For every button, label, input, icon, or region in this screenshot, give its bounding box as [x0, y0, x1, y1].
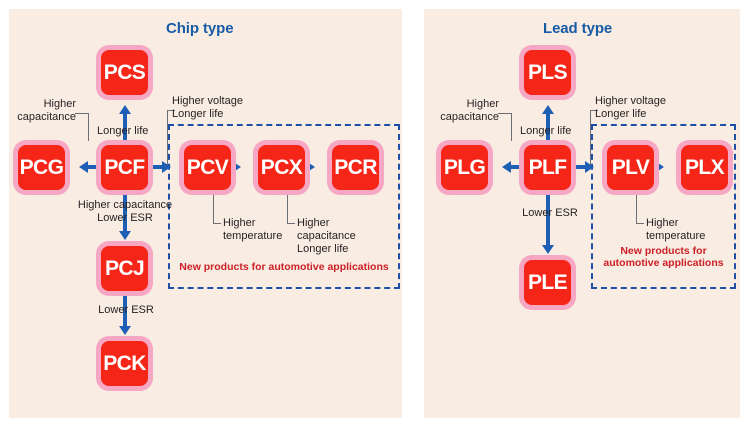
product-code: PLS: [527, 61, 568, 84]
product-box-plg[interactable]: PLG: [436, 140, 493, 195]
panel-lead-type: Lead type New products for automotive ap…: [424, 9, 740, 418]
note-higher-temperature: Higher temperature: [223, 217, 283, 242]
leader-line: [75, 113, 89, 114]
product-box-inner: PCR: [332, 145, 379, 190]
product-box-inner: PLS: [524, 50, 571, 95]
leader-line: [167, 110, 168, 167]
product-box-inner: PLG: [441, 145, 488, 190]
product-box-inner: PLV: [607, 145, 654, 190]
product-box-inner: PCG: [18, 145, 65, 190]
arrow-head-left: [502, 161, 511, 173]
product-box-pcv[interactable]: PCV: [179, 140, 236, 195]
arrow-head-down: [119, 326, 131, 335]
panel-chip-type: Chip type New products for automotive ap…: [9, 9, 402, 418]
leader-line: [287, 223, 295, 224]
product-box-pcg[interactable]: PCG: [13, 140, 70, 195]
leader-line: [213, 195, 214, 224]
product-box-inner: PCJ: [101, 246, 148, 291]
product-code: PLE: [527, 271, 568, 294]
leader-line: [167, 110, 175, 111]
product-code: PCX: [260, 156, 303, 179]
arrow-shaft: [87, 165, 103, 169]
arrow-shaft: [123, 195, 127, 233]
note-higher-capacitance-lower-esr: Higher capacitance Lower ESR: [77, 199, 173, 224]
leader-line: [636, 195, 637, 224]
arrow-shaft: [148, 165, 163, 169]
leader-line: [287, 195, 288, 224]
product-code: PCG: [19, 156, 64, 179]
product-box-inner: PCV: [184, 145, 231, 190]
dashed-caption-automotive-chip: New products for automotive applications: [179, 261, 389, 273]
leader-line: [213, 223, 221, 224]
product-box-inner: PLE: [524, 260, 571, 305]
product-code: PCS: [103, 61, 146, 84]
product-code: PCJ: [104, 257, 145, 280]
arrow-head-down: [119, 231, 131, 240]
panel-title-chip-type: Chip type: [166, 20, 234, 37]
dashed-region-automotive-chip: [168, 124, 400, 289]
product-code: PLG: [443, 156, 486, 179]
product-code: PCK: [103, 352, 146, 375]
dashed-caption-automotive-lead: New products for automotive applications: [603, 245, 724, 270]
product-box-inner: PCX: [258, 145, 305, 190]
leader-line: [590, 110, 591, 167]
arrow-head-right: [585, 161, 594, 173]
product-code: PLX: [684, 156, 725, 179]
arrow-shaft: [546, 195, 550, 247]
arrow-head-right: [306, 161, 315, 173]
leader-line: [511, 113, 512, 141]
product-box-pls[interactable]: PLS: [519, 45, 576, 100]
product-box-plv[interactable]: PLV: [602, 140, 659, 195]
product-box-pcj[interactable]: PCJ: [96, 241, 153, 296]
product-box-pcf[interactable]: PCF: [96, 140, 153, 195]
note-higher-capacitance: Higher capacitance: [440, 98, 499, 123]
arrow-shaft: [123, 296, 127, 328]
arrow-head-right: [655, 161, 664, 173]
arrow-head-up: [542, 105, 554, 114]
product-box-inner: PCK: [101, 341, 148, 386]
leader-line: [88, 113, 89, 141]
note-higher-temperature: Higher temperature: [646, 217, 706, 242]
product-box-pcr[interactable]: PCR: [327, 140, 384, 195]
panel-title-lead-type: Lead type: [543, 20, 613, 37]
note-lower-esr: Lower ESR: [98, 304, 154, 316]
arrow-head-down: [542, 245, 554, 254]
product-box-ple[interactable]: PLE: [519, 255, 576, 310]
product-box-inner: PLX: [681, 145, 728, 190]
product-box-inner: PCF: [101, 145, 148, 190]
product-code: PCV: [186, 156, 229, 179]
arrow-head-up: [119, 105, 131, 114]
product-box-pcx[interactable]: PCX: [253, 140, 310, 195]
note-longer-life: Longer life: [97, 125, 149, 137]
product-box-plf[interactable]: PLF: [519, 140, 576, 195]
arrow-shaft: [123, 113, 127, 141]
product-box-inner: PLF: [524, 145, 571, 190]
arrow-head-right: [162, 161, 171, 173]
note-higher-voltage-longer-life: Higher voltage Longer life: [172, 95, 243, 120]
arrow-shaft: [510, 165, 526, 169]
leader-line: [498, 113, 512, 114]
arrow-shaft: [571, 165, 586, 169]
note-higher-capacitance: Higher capacitance: [17, 98, 76, 123]
arrow-head-left: [79, 161, 88, 173]
dashed-region-automotive-lead: [591, 124, 736, 289]
leader-line: [590, 110, 598, 111]
product-box-plx[interactable]: PLX: [676, 140, 733, 195]
note-higher-capacitance-longer-life: Higher capacitance Longer life: [297, 217, 356, 255]
product-code: PLF: [528, 156, 567, 179]
product-box-pcs[interactable]: PCS: [96, 45, 153, 100]
product-box-inner: PCS: [101, 50, 148, 95]
product-code: PCR: [334, 156, 377, 179]
note-longer-life: Longer life: [520, 125, 572, 137]
note-higher-voltage-longer-life: Higher voltage Longer life: [595, 95, 666, 120]
product-code: PCF: [104, 156, 145, 179]
arrow-shaft: [546, 113, 550, 141]
note-lower-esr: Lower ESR: [522, 207, 578, 219]
leader-line: [636, 223, 644, 224]
product-code: PLV: [611, 156, 650, 179]
product-box-pck[interactable]: PCK: [96, 336, 153, 391]
arrow-head-right: [232, 161, 241, 173]
